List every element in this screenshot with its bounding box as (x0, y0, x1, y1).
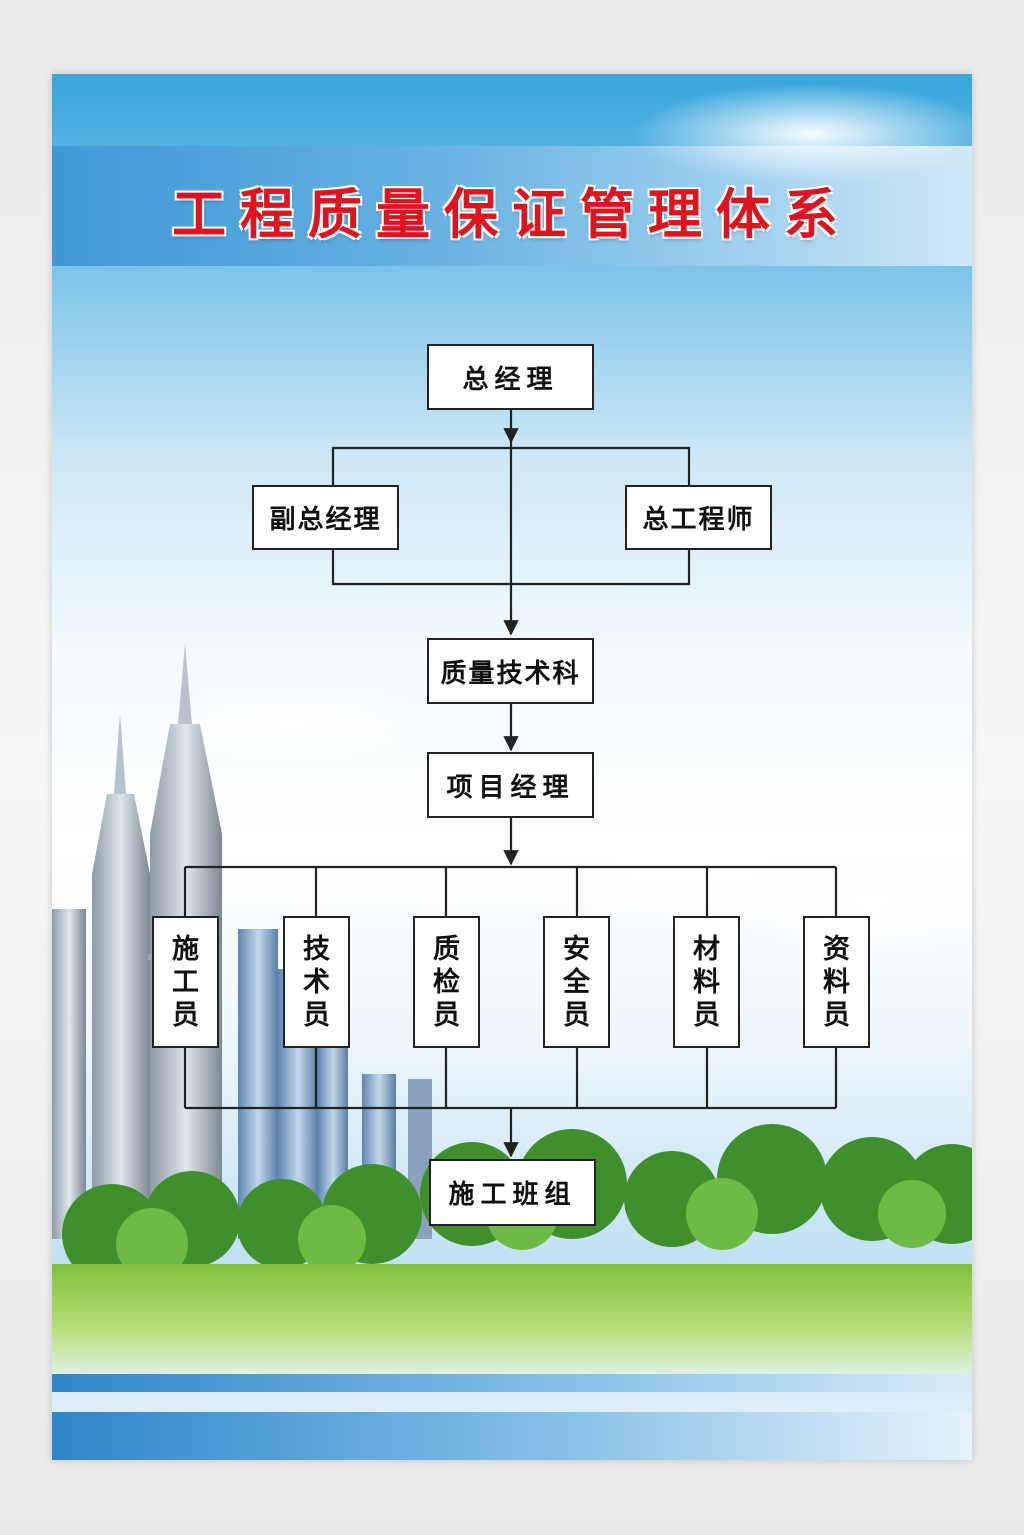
tower-spire (178, 644, 192, 724)
poster-title: 工程质量保证管理体系 (172, 183, 852, 246)
role-box-safety-officer: 安全员 (543, 916, 610, 1048)
role-box-label: 施工员 (172, 933, 199, 1031)
role-box-label: 资料员 (823, 933, 850, 1031)
scenery-illustration (52, 84, 972, 1384)
org-chart-connectors (183, 408, 838, 1158)
bottom-band (52, 1412, 972, 1460)
general-manager-box: 总经理 (427, 344, 594, 410)
role-box-quality-inspector: 质检员 (413, 916, 480, 1048)
role-box-label: 材料员 (693, 933, 720, 1031)
role-box-label: 技术员 (303, 933, 330, 1031)
role-box-documentation-officer: 资料员 (803, 916, 870, 1048)
role-box-technician: 技术员 (283, 916, 350, 1048)
role-box-construction-worker: 施工员 (152, 916, 219, 1048)
tower (92, 794, 150, 1234)
role-box-materials-officer: 材料员 (673, 916, 740, 1048)
role-box-label: 安全员 (563, 933, 590, 1031)
project-manager-box: 项目经理 (427, 752, 594, 818)
connector (331, 446, 691, 487)
quality-tech-dept-box: 质量技术科 (427, 638, 594, 704)
building (52, 909, 86, 1239)
deputy-general-manager-box: 副总经理 (252, 485, 399, 550)
chief-engineer-box: 总工程师 (625, 485, 772, 550)
poster: 工程质量保证管理体系 (52, 74, 972, 1460)
bottom-stripe (52, 1374, 972, 1392)
cloud (722, 844, 972, 964)
cloud (132, 679, 452, 769)
role-box-label: 质检员 (433, 933, 460, 1031)
tower-spire (114, 714, 126, 794)
connector (331, 548, 691, 586)
lawn (52, 1264, 972, 1384)
cloud (632, 84, 972, 184)
construction-team-box: 施工班组 (429, 1159, 596, 1226)
